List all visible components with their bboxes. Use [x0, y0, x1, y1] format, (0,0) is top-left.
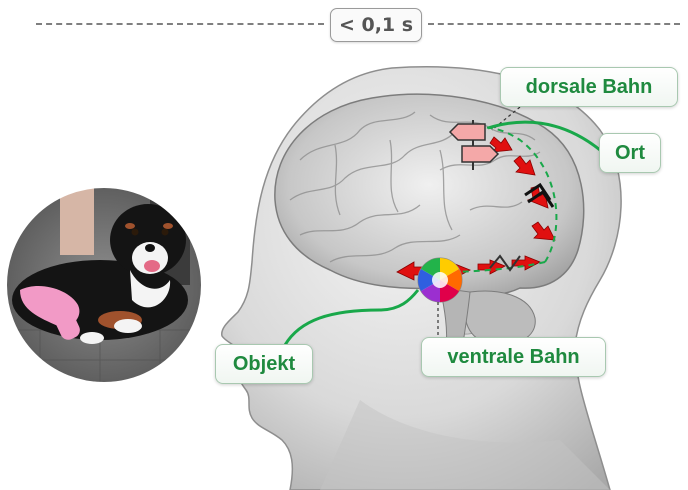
- dog-photo: [0, 185, 210, 390]
- color-wheel-icon: [418, 258, 462, 302]
- object-label: Objekt: [215, 344, 313, 384]
- ventral-stream-label: ventrale Bahn: [421, 337, 606, 377]
- location-label: Ort: [599, 133, 661, 173]
- dorsal-stream-label: dorsale Bahn: [500, 67, 678, 107]
